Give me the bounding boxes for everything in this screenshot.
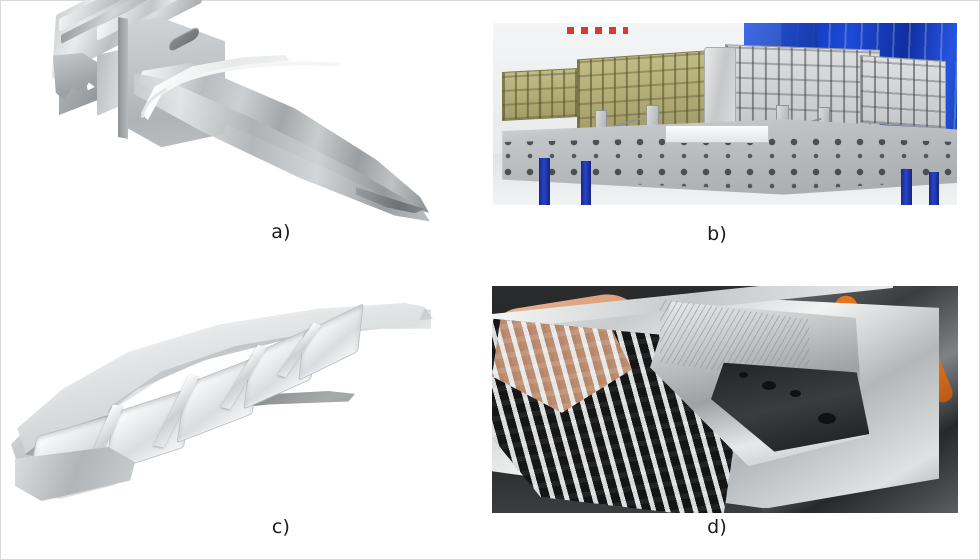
white-spacer-block <box>664 124 769 144</box>
table-leg-2 <box>581 161 592 205</box>
caption-a: a) <box>271 221 291 243</box>
red-white-warning-stripe <box>567 26 628 34</box>
cad-render-stage-a <box>1 0 471 251</box>
machined-panel-background-left <box>502 68 579 122</box>
panel-b-fixture-table-photo <box>493 23 957 205</box>
cad-render-stage-c <box>1 279 471 529</box>
caption-c: c) <box>271 516 291 538</box>
caption-d: d) <box>707 516 727 538</box>
photo-b <box>493 23 957 205</box>
machined-panel-right <box>859 54 946 129</box>
blade-platform-edge <box>118 17 128 139</box>
table-leg-1 <box>539 157 550 205</box>
drilled-hole-1 <box>762 381 777 391</box>
photo-d <box>492 286 958 513</box>
drilled-hole-4 <box>738 372 748 379</box>
caption-b: b) <box>707 223 727 245</box>
table-leg-3 <box>901 168 912 205</box>
drilled-hole-2 <box>790 390 802 398</box>
drilled-hole-3 <box>818 413 837 425</box>
machined-panel-aluminium <box>725 43 881 130</box>
panel-a-turbine-blade-render <box>1 0 471 251</box>
panel-c-curved-frame-render <box>1 279 471 529</box>
fixture-pillar <box>704 46 737 133</box>
fixture-table-hole-grid <box>502 135 957 191</box>
table-leg-4 <box>929 172 940 205</box>
panel-d-waffle-panel-photo <box>492 286 958 513</box>
